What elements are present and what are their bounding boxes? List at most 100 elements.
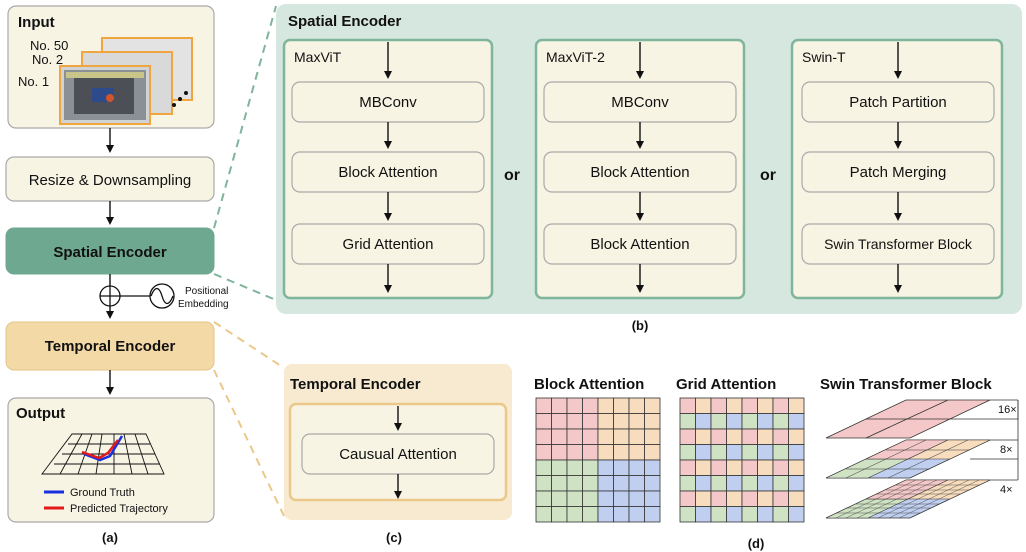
grid-cell xyxy=(535,475,552,492)
temporal-encoder-label: Temporal Encoder xyxy=(45,338,176,355)
block-label: MBConv xyxy=(359,94,417,111)
predicted-path xyxy=(81,439,119,460)
grid-cell xyxy=(695,475,712,492)
grid-cell xyxy=(788,490,805,507)
grid-cell xyxy=(710,490,727,507)
scale-4x: 4× xyxy=(1000,484,1013,496)
grid-cell xyxy=(535,490,552,507)
legend-ground-truth: Ground Truth xyxy=(70,487,135,499)
grid-cell xyxy=(628,490,645,507)
caption-b: (b) xyxy=(632,318,649,333)
ground-truth-path xyxy=(83,435,124,462)
panel-d: Block Attention Grid Attention Swin Tran… xyxy=(534,376,1019,551)
grid-cell xyxy=(535,459,552,476)
spatial-encoder-label: Spatial Encoder xyxy=(53,244,167,261)
block-label: Grid Attention xyxy=(343,236,434,253)
grid-cell xyxy=(566,413,583,430)
grid-cell xyxy=(679,475,696,492)
swin-layers xyxy=(825,399,1019,519)
grid-cell xyxy=(582,428,599,445)
panel-c: Temporal Encoder Causual Attention (c) xyxy=(284,364,512,545)
caption-a: (a) xyxy=(102,530,118,545)
grid-cell xyxy=(535,397,552,414)
grid-cell xyxy=(644,444,661,461)
grid-cell xyxy=(757,413,774,430)
block-label: Patch Partition xyxy=(849,94,947,111)
swin-layer-bottom xyxy=(825,479,991,519)
pos-emb-label-2: Embedding xyxy=(178,299,229,310)
grid-cell xyxy=(726,459,743,476)
input-title: Input xyxy=(18,14,55,31)
grid-cell xyxy=(788,459,805,476)
column-name: MaxViT-2 xyxy=(546,49,605,65)
grid-cell xyxy=(551,506,568,523)
grid-cell xyxy=(613,475,630,492)
grid-cell xyxy=(772,428,789,445)
grid-cell xyxy=(695,459,712,476)
column-swin-t: Swin-T Patch Partition Patch Merging Swi… xyxy=(790,38,1004,300)
grid-cell xyxy=(597,413,614,430)
grid-cell xyxy=(597,475,614,492)
frame-stack xyxy=(59,37,193,125)
grid-cell xyxy=(628,459,645,476)
grid-cell xyxy=(772,444,789,461)
grid-cell xyxy=(613,413,630,430)
grid-cell xyxy=(788,397,805,414)
grid-cell xyxy=(551,428,568,445)
grid-cell xyxy=(726,428,743,445)
grid-cell xyxy=(710,459,727,476)
grid-cell xyxy=(726,413,743,430)
grid-cell xyxy=(741,475,758,492)
ellipsis-dots xyxy=(172,91,188,107)
grid-cell xyxy=(695,397,712,414)
frame-label-1: No. 1 xyxy=(18,74,49,89)
grid-cell xyxy=(772,475,789,492)
grid-cell xyxy=(566,506,583,523)
scale-8x: 8× xyxy=(1000,444,1013,456)
grid-cell xyxy=(772,413,789,430)
grid-cell xyxy=(613,490,630,507)
block-label: Patch Merging xyxy=(850,164,947,181)
grid-cell xyxy=(582,506,599,523)
grid-cell xyxy=(644,506,661,523)
caption-c: (c) xyxy=(386,530,402,545)
column-name: Swin-T xyxy=(802,49,846,65)
column-name: MaxViT xyxy=(294,49,342,65)
grid-cell xyxy=(757,428,774,445)
grid-cell xyxy=(757,397,774,414)
grid-cell xyxy=(644,459,661,476)
or-label-1: or xyxy=(504,167,520,184)
grid-cell xyxy=(628,475,645,492)
grid-cell xyxy=(628,428,645,445)
grid-cell xyxy=(679,428,696,445)
block-attention-grid xyxy=(535,397,661,523)
grid-cell xyxy=(710,444,727,461)
grid-cell xyxy=(644,428,661,445)
grid-cell xyxy=(679,397,696,414)
grid-cell xyxy=(582,475,599,492)
grid-cell xyxy=(582,459,599,476)
grid-cell xyxy=(535,413,552,430)
grid-cell xyxy=(695,490,712,507)
grid-cell xyxy=(644,397,661,414)
legend-predicted: Predicted Trajectory xyxy=(70,503,168,515)
grid-cell xyxy=(726,475,743,492)
grid-cell xyxy=(679,459,696,476)
grid-cell xyxy=(710,428,727,445)
grid-cell xyxy=(566,444,583,461)
grid-cell xyxy=(644,413,661,430)
grid-cell xyxy=(551,459,568,476)
grid-cell xyxy=(597,428,614,445)
panel-b: Spatial Encoder MaxViT MBConv Block Atte… xyxy=(276,4,1022,333)
grid-cell xyxy=(695,506,712,523)
swin-layer-mid xyxy=(825,439,991,479)
grid-cell xyxy=(679,413,696,430)
grid-cell xyxy=(772,397,789,414)
block-label: Block Attention xyxy=(590,236,689,253)
grid-cell xyxy=(566,490,583,507)
grid-cell xyxy=(566,475,583,492)
grid-cell xyxy=(628,397,645,414)
grid-cell xyxy=(726,444,743,461)
scale-16x: 16× xyxy=(998,404,1017,416)
grid-cell xyxy=(772,459,789,476)
